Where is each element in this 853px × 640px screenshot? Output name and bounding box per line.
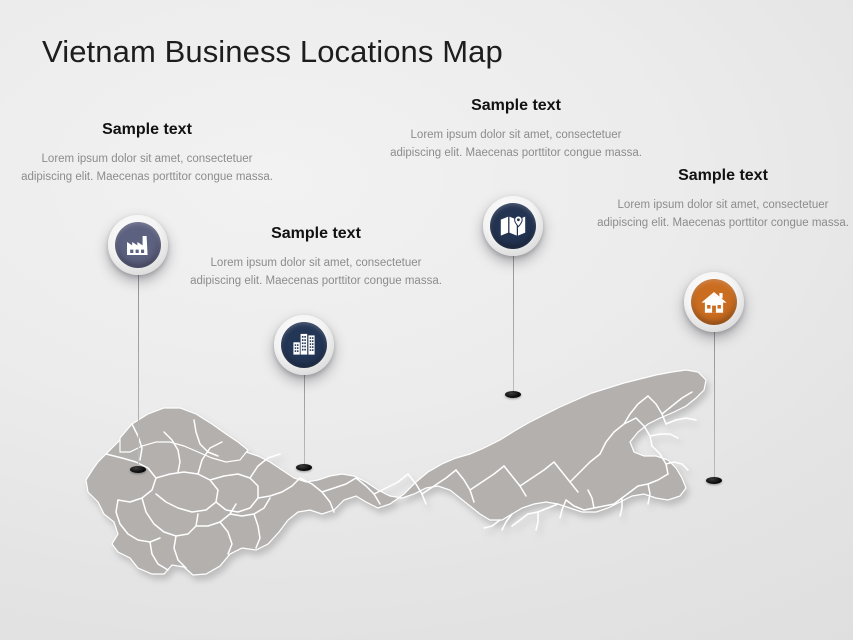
pin-4-stem [713, 302, 715, 480]
callout-3-body: Lorem ipsum dolor sit amet, consectetuer… [390, 129, 642, 159]
map-province-borders-north [105, 419, 301, 571]
house-icon [701, 291, 727, 314]
pin-1-disc[interactable] [115, 222, 161, 268]
pin-2-stem [303, 345, 305, 467]
pin-2-disc[interactable] [281, 322, 327, 368]
pin-3-disc[interactable] [490, 203, 536, 249]
pin-1-stem [137, 245, 139, 469]
callout-3[interactable]: Sample text Lorem ipsum dolor sit amet, … [385, 96, 647, 163]
map-landmass [85, 369, 707, 576]
pin-4-disc[interactable] [691, 279, 737, 325]
map-region-north-bulge [119, 407, 249, 463]
map-province-borders-northeast [483, 391, 697, 531]
map-province-borders-central [299, 453, 601, 513]
pin-3-base-dot [505, 391, 521, 398]
page-title: Vietnam Business Locations Map [42, 34, 503, 69]
pin-3-stem [512, 226, 514, 394]
callout-1[interactable]: Sample text Lorem ipsum dolor sit amet, … [16, 120, 278, 187]
pin-4-base-dot [706, 477, 722, 484]
callout-2-title: Sample text [271, 225, 361, 242]
callout-1-title: Sample text [102, 121, 192, 138]
callout-2[interactable]: Sample text Lorem ipsum dolor sit amet, … [185, 224, 447, 291]
folded-map-pin-icon [500, 215, 526, 237]
callout-4-body: Lorem ipsum dolor sit amet, consectetuer… [597, 199, 849, 229]
callout-2-body: Lorem ipsum dolor sit amet, consectetuer… [190, 257, 442, 287]
pin-2-base-dot [296, 464, 312, 471]
callout-4[interactable]: Sample text Lorem ipsum dolor sit amet, … [592, 166, 853, 233]
callout-4-title: Sample text [678, 167, 768, 184]
vietnam-map [60, 362, 780, 592]
callout-3-title: Sample text [471, 97, 561, 114]
callout-1-body: Lorem ipsum dolor sit amet, consectetuer… [21, 153, 273, 183]
office-buildings-icon [292, 333, 316, 357]
pin-1-base-dot [130, 466, 146, 473]
factory-icon [126, 234, 150, 256]
map-outline [85, 369, 707, 576]
